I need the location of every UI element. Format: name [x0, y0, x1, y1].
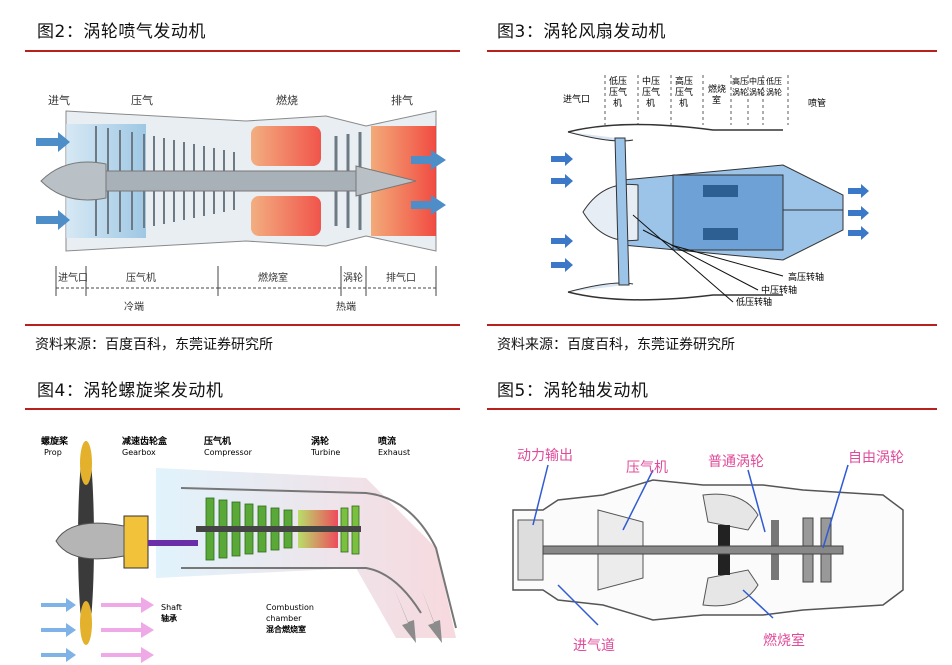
- fig4-label-comp-en: Compressor: [204, 448, 253, 457]
- fig3-turbofan-diagram: 进气口 低压 压气 机 中压 压气 机 高压 压气 机 燃烧 室 高压 涡轮 中…: [543, 70, 883, 312]
- fig3-label-ipt-1: 中压: [749, 76, 765, 86]
- fig5-label-turbine: 普通涡轮: [708, 454, 764, 470]
- fig3-label-ipt-2: 涡轮: [749, 87, 765, 97]
- fig2-turbojet-diagram: 进气 压气 燃烧 排气 进气口 压气机 燃烧室 涡轮 排气口 冷端 热端: [36, 66, 456, 318]
- fig2-source-rule: [25, 324, 460, 326]
- fig2-title: 图2：涡轮喷气发动机: [37, 22, 206, 42]
- fig3-label-lpc-3: 机: [613, 97, 622, 109]
- fig3-label-hpc-2: 压气: [675, 86, 693, 98]
- fig3-label-lpt-2: 涡轮: [766, 87, 782, 97]
- fig3-label-hpt-1: 高压: [732, 76, 748, 86]
- fig3-source-rule: [487, 324, 937, 326]
- fig3-label-lp-shaft: 低压转轴: [736, 296, 772, 308]
- fig4-label-gear-en: Gearbox: [122, 448, 156, 457]
- fig2-label-cold: 冷端: [124, 300, 144, 313]
- fig2-label-intake: 进气: [48, 93, 70, 107]
- fig3-label-hpc-3: 机: [679, 97, 688, 109]
- fig5-turboshaft-diagram: 动力输出 压气机 普通涡轮 自由涡轮 进气道 燃烧室: [503, 440, 923, 665]
- fig4-label-shaft-cn: 轴承: [161, 613, 177, 623]
- fig4-label-prop-cn: 螺旋桨: [41, 435, 69, 447]
- fig2-title-rule: [25, 50, 460, 52]
- fig4-label-turb-cn: 涡轮: [311, 435, 329, 447]
- fig4-label-gear-cn: 减速齿轮盒: [122, 435, 168, 447]
- fig3-label-ip-shaft: 中压转轴: [761, 284, 797, 296]
- fig2-label-compressor: 压气机: [126, 271, 156, 284]
- fig3-label-lpc-2: 压气: [609, 86, 627, 98]
- fig5-label-output: 动力输出: [517, 448, 573, 464]
- fig3-label-lpc-1: 低压: [609, 75, 627, 87]
- fig4-turboprop-diagram: 螺旋桨 Prop 减速齿轮盒 Gearbox 压气机 Compressor 涡轮…: [36, 428, 466, 665]
- fig4-label-prop-en: Prop: [44, 448, 62, 457]
- fig3-label-jet: 喷管: [808, 97, 826, 109]
- fig3-label-ipc-2: 压气: [642, 86, 660, 98]
- fig4-label-comb-en1: Combustion: [266, 603, 314, 612]
- fig4-label-comb-en2: chamber: [266, 614, 302, 623]
- fig3-label-lpt-1: 低压: [766, 76, 782, 86]
- fig4-label-comp-cn: 压气机: [204, 435, 231, 447]
- fig2-source: 资料来源：百度百科，东莞证券研究所: [35, 337, 273, 353]
- fig5-title-rule: [487, 408, 937, 410]
- fig5-label-inlet: 进气道: [573, 638, 615, 654]
- fig4-title: 图4：涡轮螺旋桨发动机: [37, 381, 224, 401]
- fig2-label-inlet: 进气口: [58, 271, 88, 284]
- fig5-label-burner: 燃烧室: [763, 632, 805, 649]
- fig2-label-chamber: 燃烧室: [258, 271, 288, 284]
- fig2-label-exhaust: 排气: [391, 93, 413, 107]
- fig2-label-hot: 热端: [336, 300, 356, 313]
- fig3-label-hpt-2: 涡轮: [732, 87, 748, 97]
- fig3-label-hp-shaft: 高压转轴: [788, 271, 824, 283]
- fig3-source: 资料来源：百度百科，东莞证券研究所: [497, 337, 735, 353]
- fig2-label-nozzle: 排气口: [386, 271, 416, 284]
- fig4-label-shaft-en: Shaft: [161, 603, 182, 612]
- fig3-title-rule: [487, 50, 937, 52]
- fig3-label-burner-1: 燃烧: [708, 83, 726, 95]
- fig5-label-free: 自由涡轮: [848, 450, 904, 466]
- fig4-label-exh-cn: 喷流: [378, 435, 396, 447]
- fig3-title: 图3：涡轮风扇发动机: [497, 22, 666, 42]
- fig3-label-hpc-1: 高压: [675, 75, 693, 87]
- fig3-label-burner-2: 室: [712, 94, 721, 106]
- fig4-label-comb-cn: 混合燃烧室: [266, 624, 306, 634]
- fig3-label-inlet: 进气口: [563, 93, 590, 105]
- fig2-label-turbine: 涡轮: [343, 271, 363, 284]
- fig3-label-ipc-3: 机: [646, 97, 655, 109]
- fig4-label-exh-en: Exhaust: [378, 448, 410, 457]
- fig2-label-combust: 燃烧: [276, 93, 298, 107]
- fig4-label-turb-en: Turbine: [310, 448, 340, 457]
- fig2-label-compress: 压气: [131, 93, 153, 107]
- fig4-title-rule: [25, 408, 460, 410]
- fig5-label-compressor: 压气机: [626, 460, 668, 476]
- fig3-label-ipc-1: 中压: [642, 75, 660, 87]
- fig5-title: 图5：涡轮轴发动机: [497, 381, 649, 401]
